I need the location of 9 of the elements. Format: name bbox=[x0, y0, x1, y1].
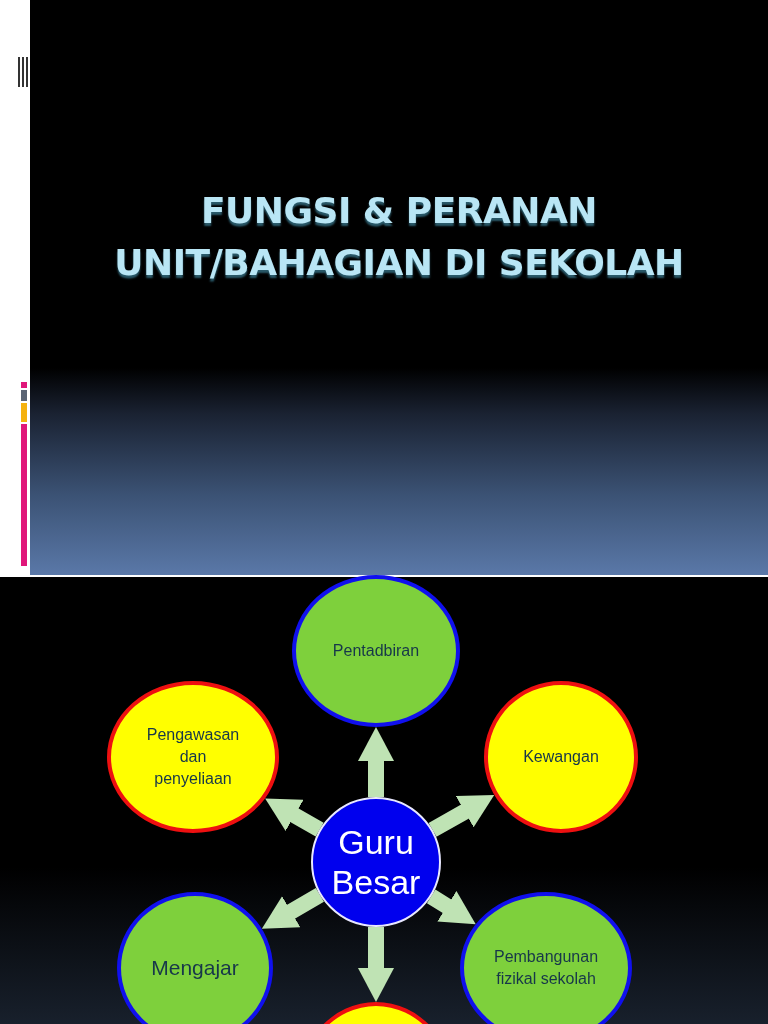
node-label: Pengawasan dan penyeliaan bbox=[145, 725, 241, 789]
block-arrow bbox=[358, 727, 394, 797]
node-label: Pentadbiran bbox=[331, 641, 421, 661]
node-label: Mengajar bbox=[150, 956, 240, 980]
node-label: Pembangunan fizikal sekolah bbox=[492, 947, 600, 989]
node-label: Kewangan bbox=[522, 747, 600, 767]
node-label: Guru Besar bbox=[330, 822, 422, 902]
block-arrow bbox=[358, 927, 394, 1002]
slide-title: FUNGSI & PERANAN UNIT/BAHAGIAN DI SEKOLAH bbox=[113, 189, 685, 285]
